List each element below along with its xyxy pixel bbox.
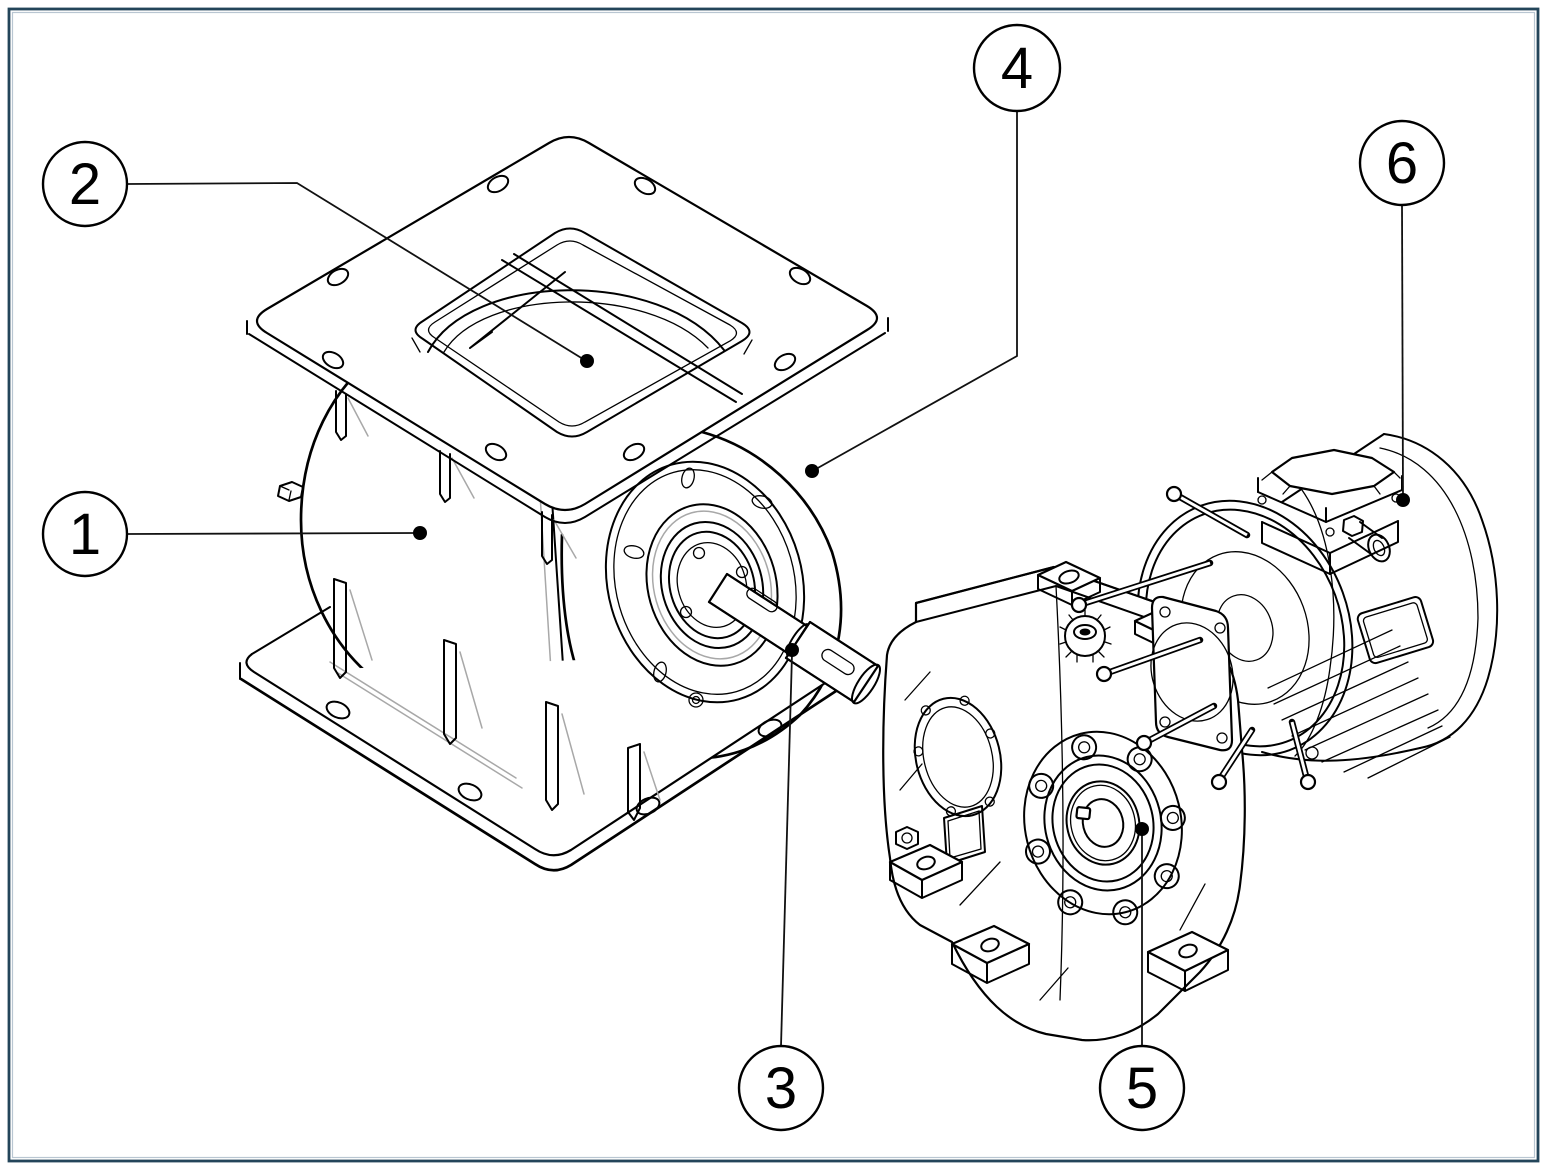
callout-1: 1	[41, 490, 427, 578]
balloon-2-number: 2	[69, 152, 101, 217]
shaft-end-cover	[604, 460, 806, 708]
callouts: 1 2 3 4 5	[41, 23, 1446, 1132]
drive-shaft	[707, 572, 881, 705]
support-ribs-top	[335, 390, 577, 565]
output-flange	[1023, 730, 1186, 926]
callout-4: 4	[805, 23, 1062, 478]
input-flange	[1150, 595, 1234, 752]
cable-gland	[1342, 515, 1391, 563]
callout-5: 5	[1098, 822, 1186, 1132]
balloon-1-number: 1	[69, 502, 101, 567]
rotor	[427, 253, 743, 403]
stud-heads	[1070, 485, 1317, 791]
top-flange	[246, 135, 889, 524]
balloon-5-number: 5	[1126, 1056, 1158, 1121]
top-flange-bolt-holes	[321, 174, 812, 462]
balloon-3	[737, 1044, 825, 1132]
callout-3: 3	[737, 643, 825, 1132]
cooling-fins	[1267, 629, 1451, 779]
flange-studs	[1070, 485, 1317, 791]
terminal-box	[1257, 448, 1403, 575]
balloon-4-number: 4	[1001, 36, 1033, 101]
stuffing-box-rings	[645, 503, 779, 667]
balloon-5	[1098, 1044, 1186, 1132]
balloon-3-number: 3	[765, 1056, 797, 1121]
balloon-4	[972, 23, 1062, 113]
balloon-1	[41, 490, 129, 578]
breather-cap	[1059, 609, 1112, 663]
callout-2: 2	[41, 140, 594, 368]
worm-gearbox	[882, 560, 1246, 1042]
callout-6: 6	[1358, 119, 1446, 507]
electric-motor	[1136, 433, 1499, 779]
gearbox-feet	[888, 843, 1230, 992]
gear-motor-assembly	[882, 433, 1499, 1042]
sheet-border	[7, 7, 1540, 1163]
balloon-6	[1358, 119, 1446, 207]
nameplate	[1356, 596, 1435, 665]
balloon-6-number: 6	[1386, 131, 1418, 196]
support-ribs-bottom	[333, 578, 661, 821]
rotary-valve	[239, 135, 889, 872]
balloon-2	[41, 140, 129, 228]
inlet-opening	[411, 227, 753, 438]
